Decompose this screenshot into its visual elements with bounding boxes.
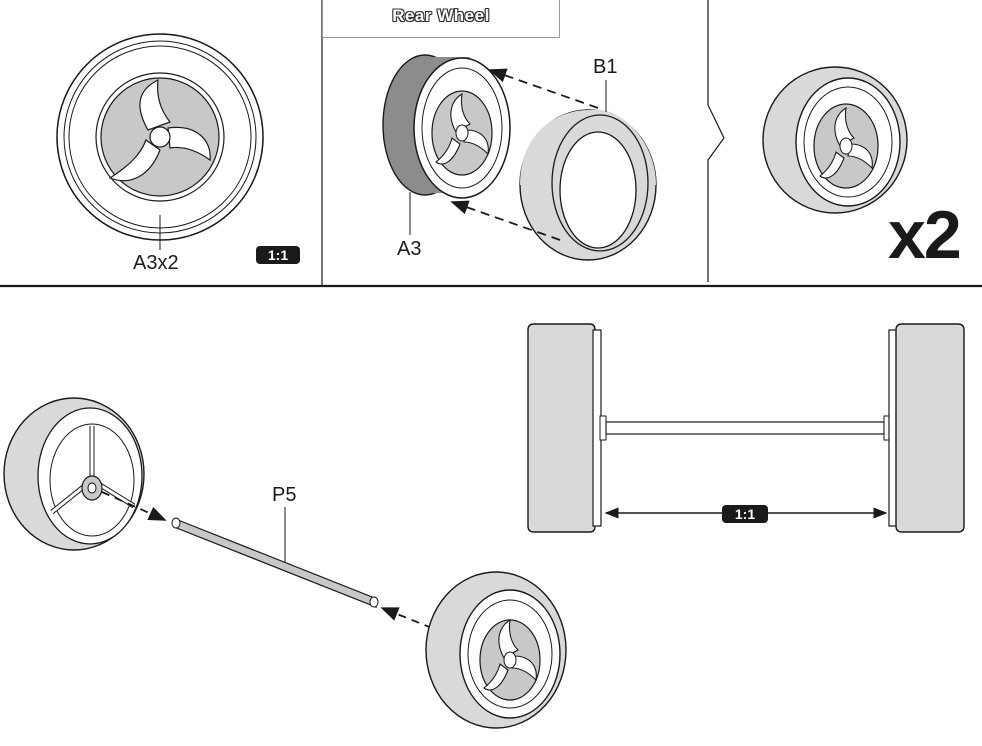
rim-side-view	[382, 54, 511, 235]
panel-divider-chevron	[707, 0, 725, 282]
axle-icon	[171, 507, 379, 609]
dashed-arrow-icon	[380, 607, 433, 629]
right-wheel-front	[425, 571, 567, 729]
header-title: Rear Wheel	[392, 6, 490, 25]
dashed-arrow-icon	[450, 200, 561, 241]
part-label-b1: B1	[593, 56, 618, 78]
part-label-a3x2: A3x2	[133, 252, 179, 274]
left-wheel-back	[3, 397, 145, 551]
tire-icon	[519, 80, 657, 261]
wheel-rim-icon	[56, 33, 264, 250]
part-label-a3: A3	[397, 238, 422, 260]
quantity-label: x2	[888, 197, 962, 273]
dashed-arrow-icon	[488, 68, 599, 109]
scale-badge: 1:1	[256, 246, 300, 264]
assembled-wheel-icon	[762, 66, 908, 214]
dashed-arrow-icon	[101, 491, 167, 521]
part-label-p5: P5	[272, 484, 297, 506]
completed-axle-view	[527, 323, 965, 533]
axle-scale-badge: 1:1	[722, 505, 768, 523]
step-header: Rear Wheel	[322, 0, 560, 38]
